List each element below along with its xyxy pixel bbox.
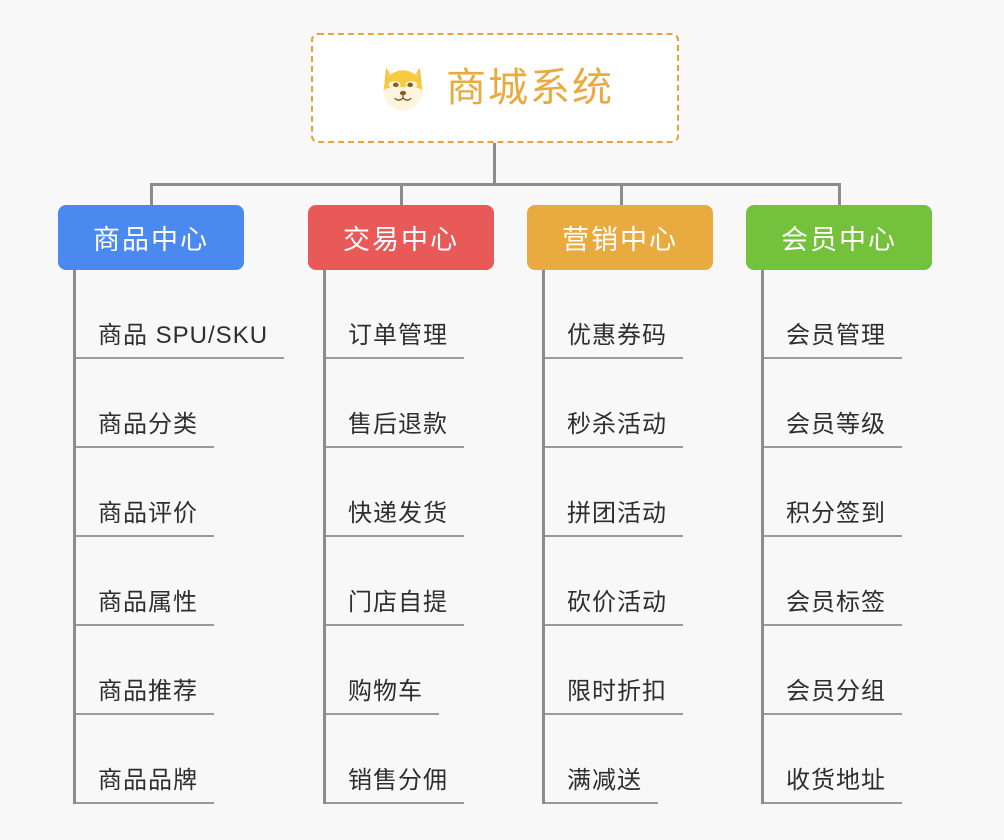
leaf-label: 收货地址 — [786, 767, 886, 794]
leaf-item[interactable]: 会员等级 — [761, 359, 966, 448]
leaf-label: 购物车 — [348, 678, 423, 705]
connector-drop-1 — [150, 183, 153, 207]
leaf-label: 商品分类 — [98, 411, 198, 438]
leaf-item[interactable]: 会员标签 — [761, 537, 966, 626]
leaf-label: 砍价活动 — [567, 589, 667, 616]
leaf-item[interactable]: 购物车 — [323, 626, 528, 715]
leaf-label: 销售分佣 — [348, 767, 448, 794]
leaf-item[interactable]: 收货地址 — [761, 715, 966, 804]
leaf-item[interactable]: 满减送 — [542, 715, 747, 804]
leaf-spine-3 — [542, 270, 545, 804]
leaf-item[interactable]: 会员管理 — [761, 270, 966, 359]
leaf-list-4: 会员管理 会员等级 积分签到 会员标签 会员分组 收货地址 — [746, 270, 966, 804]
category-header-3[interactable]: 营销中心 — [527, 205, 713, 270]
connector-drop-3 — [620, 183, 623, 207]
branch-column-4: 会员中心 会员管理 会员等级 积分签到 会员标签 会员分组 收货地址 — [746, 205, 966, 804]
branch-column-2: 交易中心 订单管理 售后退款 快递发货 门店自提 购物车 销售分佣 — [308, 205, 528, 804]
leaf-item[interactable]: 订单管理 — [323, 270, 528, 359]
category-header-1[interactable]: 商品中心 — [58, 205, 244, 270]
leaf-label: 会员分组 — [786, 678, 886, 705]
leaf-item[interactable]: 商品属性 — [73, 537, 308, 626]
category-header-2[interactable]: 交易中心 — [308, 205, 494, 270]
root-title: 商城系统 — [446, 66, 614, 110]
leaf-item[interactable]: 砍价活动 — [542, 537, 747, 626]
leaf-label: 限时折扣 — [567, 678, 667, 705]
category-header-4[interactable]: 会员中心 — [746, 205, 932, 270]
leaf-label: 门店自提 — [348, 589, 448, 616]
leaf-spine-2 — [323, 270, 326, 804]
leaf-label: 商品属性 — [98, 589, 198, 616]
leaf-label: 会员标签 — [786, 589, 886, 616]
leaf-item[interactable]: 商品 SPU/SKU — [73, 270, 308, 359]
leaf-label: 商品品牌 — [98, 767, 198, 794]
leaf-label: 商品 SPU/SKU — [98, 322, 269, 349]
leaf-label: 会员管理 — [786, 322, 886, 349]
branch-column-3: 营销中心 优惠券码 秒杀活动 拼团活动 砍价活动 限时折扣 满减送 — [527, 205, 747, 804]
leaf-item[interactable]: 拼团活动 — [542, 448, 747, 537]
connector-drop-4 — [838, 183, 841, 207]
leaf-label: 秒杀活动 — [567, 411, 667, 438]
leaf-item[interactable]: 积分签到 — [761, 448, 966, 537]
leaf-list-3: 优惠券码 秒杀活动 拼团活动 砍价活动 限时折扣 满减送 — [527, 270, 747, 804]
leaf-item[interactable]: 会员分组 — [761, 626, 966, 715]
leaf-spine-4 — [761, 270, 764, 804]
leaf-label: 积分签到 — [786, 500, 886, 527]
leaf-label: 订单管理 — [348, 322, 448, 349]
leaf-item[interactable]: 优惠券码 — [542, 270, 747, 359]
leaf-label: 商品推荐 — [98, 678, 198, 705]
leaf-label: 会员等级 — [786, 411, 886, 438]
leaf-label: 优惠券码 — [567, 322, 667, 349]
leaf-label: 拼团活动 — [567, 500, 667, 527]
connector-drop-2 — [400, 183, 403, 207]
leaf-label: 快递发货 — [348, 500, 448, 527]
leaf-item[interactable]: 快递发货 — [323, 448, 528, 537]
leaf-item[interactable]: 商品品牌 — [73, 715, 308, 804]
leaf-item[interactable]: 商品评价 — [73, 448, 308, 537]
branch-column-1: 商品中心 商品 SPU/SKU 商品分类 商品评价 商品属性 商品推荐 商品品牌 — [58, 205, 308, 804]
leaf-label: 满减送 — [567, 767, 642, 794]
leaf-item[interactable]: 售后退款 — [323, 359, 528, 448]
leaf-label: 商品评价 — [98, 500, 198, 527]
leaf-list-2: 订单管理 售后退款 快递发货 门店自提 购物车 销售分佣 — [308, 270, 528, 804]
leaf-item[interactable]: 商品推荐 — [73, 626, 308, 715]
leaf-label: 售后退款 — [348, 411, 448, 438]
leaf-item[interactable]: 门店自提 — [323, 537, 528, 626]
root-node[interactable]: 商城系统 — [311, 33, 679, 143]
shiba-dog-icon — [383, 67, 423, 111]
connector-horizontal-bus — [150, 183, 841, 186]
leaf-list-1: 商品 SPU/SKU 商品分类 商品评价 商品属性 商品推荐 商品品牌 — [58, 270, 308, 804]
leaf-item[interactable]: 销售分佣 — [323, 715, 528, 804]
connector-root-stem — [493, 143, 496, 185]
leaf-item[interactable]: 限时折扣 — [542, 626, 747, 715]
leaf-item[interactable]: 商品分类 — [73, 359, 308, 448]
leaf-item[interactable]: 秒杀活动 — [542, 359, 747, 448]
leaf-spine-1 — [73, 270, 76, 804]
